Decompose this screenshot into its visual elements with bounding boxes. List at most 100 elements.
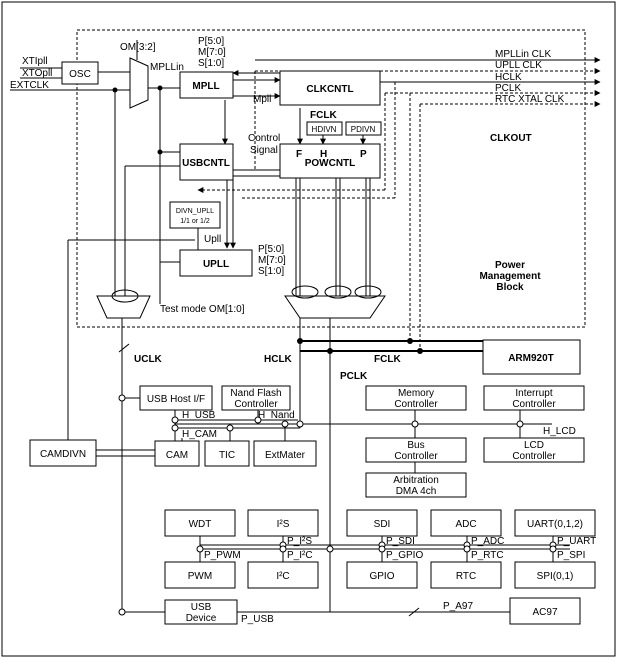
cam-label: CAM: [166, 450, 188, 461]
gpio-block: GPIO: [346, 561, 418, 589]
lcd-controller-block: LCD Controller: [483, 437, 585, 463]
i2s-label: I²S: [277, 519, 290, 530]
pdivn-label: PDIVN: [351, 125, 376, 134]
rtc-block: RTC: [430, 561, 502, 589]
usbcntl-block: USBCNTL: [179, 143, 234, 181]
hclk-out-label: HCLK: [495, 72, 522, 83]
divn-upll-label-1: DIVN_UPLL: [176, 208, 214, 215]
lcdctl-label-1: LCD: [524, 440, 544, 451]
upll-m-label: M[7:0]: [258, 255, 286, 266]
pclk-label: PCLK: [340, 371, 368, 382]
mux-ring-4: [354, 285, 382, 299]
mpll-p-label: P[5:0]: [198, 36, 224, 47]
camdivn-block: CAMDIVN: [29, 439, 97, 467]
rtc-xtal-label: RTC XTAL CLK: [495, 94, 565, 105]
extmater-block: ExtMater: [253, 440, 317, 467]
adc-block: ADC: [430, 509, 502, 537]
fclk-top-label: FCLK: [310, 110, 337, 121]
p-uart-label: P_UART: [557, 536, 596, 547]
xtipll-label: XTIpll: [22, 56, 48, 67]
usb-host-label: USB Host I/F: [147, 394, 205, 405]
power-management-region: [76, 29, 586, 328]
intctl-label-2: Controller: [512, 399, 556, 410]
test-mux-left: [96, 295, 151, 319]
nand-label-2: Controller: [234, 399, 278, 410]
arm920t-label: ARM920T: [508, 353, 554, 364]
osc-block: OSC: [61, 61, 99, 85]
wdt-block: WDT: [164, 509, 236, 537]
spi-label: SPI(0,1): [537, 571, 574, 582]
busctl-label-2: Controller: [394, 451, 438, 462]
mpll-m-label: M[7:0]: [198, 47, 226, 58]
mux-ring-3: [324, 285, 352, 299]
pwm-block: PWM: [164, 561, 236, 589]
hdivn-label: HDIVN: [312, 125, 337, 134]
mpll-block: MPLL: [179, 71, 234, 99]
arm920t-block: ARM920T: [482, 339, 581, 375]
pdivn-block: PDIVN: [345, 121, 382, 136]
i2s-block: I²S: [247, 509, 319, 537]
memctl-label-1: Memory: [398, 388, 434, 399]
f-label: F: [296, 149, 302, 160]
nand-block: Nand Flash Controller: [221, 385, 291, 411]
powcntl-label: POWCNTL: [305, 158, 356, 169]
usbcntl-label: USBCNTL: [182, 158, 230, 169]
interrupt-controller-block: Interrupt Controller: [483, 385, 585, 411]
p-sdi-label: P_SDI: [386, 536, 415, 547]
upll-block: UPLL: [179, 249, 253, 277]
h-cam-label: H_CAM: [182, 429, 217, 440]
sdi-block: SDI: [346, 509, 418, 537]
mpll-label: MPLL: [192, 81, 219, 92]
i2c-block: I²C: [247, 561, 319, 589]
usbdev-label-1: USB: [191, 602, 212, 613]
usb-device-block: USB Device: [164, 599, 238, 625]
pclk-out-label: PCLK: [495, 83, 521, 94]
p-i2s-label: P_I²S: [287, 536, 312, 547]
divn-upll-block: DIVN_UPLL 1/1 or 1/2: [169, 201, 221, 229]
p-label: P: [360, 149, 367, 160]
extclk-label: EXTCLK: [10, 80, 49, 91]
uart-label: UART(0,1,2): [527, 519, 583, 530]
h-nand-label: H_Nand: [258, 410, 295, 421]
ac97-label: AC97: [532, 607, 557, 618]
upll-clk-label: UPLL CLK: [495, 60, 542, 71]
gpio-label: GPIO: [369, 571, 394, 582]
divn-upll-label-2: 1/1 or 1/2: [180, 218, 210, 225]
mux-ring-2: [291, 285, 319, 299]
adc-label: ADC: [455, 519, 476, 530]
hclk-label: HCLK: [264, 354, 293, 365]
arb-label-1: Arbitration: [393, 475, 439, 486]
upll-out-label: Upll: [204, 234, 221, 245]
pmb-label-3: Block: [496, 282, 524, 293]
usb-host-block: USB Host I/F: [139, 385, 213, 411]
mpllin-clk-label: MPLLin CLK: [495, 49, 551, 60]
upll-s-label: S[1:0]: [258, 266, 284, 277]
memctl-label-2: Controller: [394, 399, 438, 410]
control-label: Control: [248, 133, 280, 144]
h-label: H: [320, 149, 327, 160]
mpllin-label: MPLLin: [150, 62, 184, 73]
mpll-out-label: Mpll: [253, 94, 271, 105]
clkcntl-block: CLKCNTL: [279, 70, 381, 106]
lcdctl-label-2: Controller: [512, 451, 556, 462]
p-adc-label: P_ADC: [471, 536, 504, 547]
mux-ring-1: [111, 289, 139, 303]
extmater-label: ExtMater: [265, 450, 306, 461]
busctl-label-1: Bus: [407, 440, 424, 451]
cam-block: CAM: [154, 440, 200, 467]
powcntl-block: POWCNTL: [279, 143, 381, 179]
om32-mux: [129, 57, 149, 109]
p-rtc-label: P_RTC: [471, 550, 504, 561]
bus-controller-block: Bus Controller: [365, 437, 467, 463]
signal-label: Signal: [250, 145, 278, 156]
arbitration-dma-block: Arbitration DMA 4ch: [365, 472, 467, 498]
tic-label: TIC: [219, 450, 235, 461]
memory-controller-block: Memory Controller: [365, 385, 467, 411]
om32-label: OM[3:2]: [120, 42, 156, 53]
ac97-block: AC97: [509, 597, 581, 625]
p-gpio-label: P_GPIO: [386, 550, 423, 561]
uart-block: UART(0,1,2): [514, 509, 596, 537]
hdivn-block: HDIVN: [306, 121, 343, 136]
usbdev-label-2: Device: [186, 613, 217, 624]
p-a97-label: P_A97: [443, 601, 473, 612]
